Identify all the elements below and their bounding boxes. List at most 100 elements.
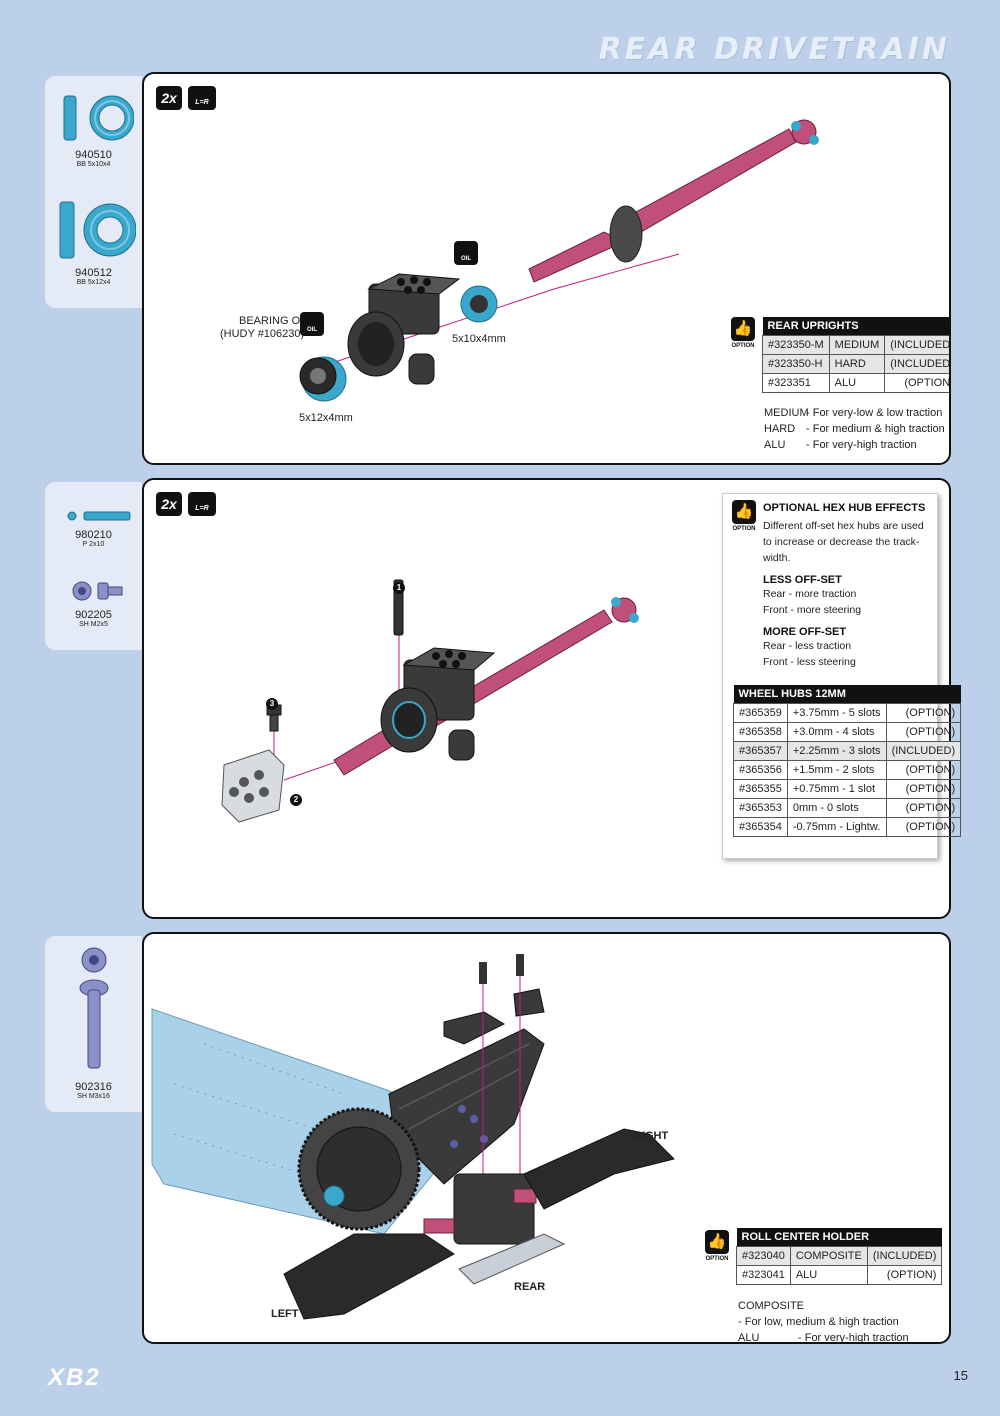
left-right-badge: L=R (188, 492, 216, 516)
hex-effects-title: OPTIONAL HEX HUB EFFECTS (763, 502, 926, 514)
cell: (INCLUDED) (885, 741, 962, 761)
cell: COMPOSITE (789, 1246, 868, 1266)
cell: (INCLUDED) (884, 354, 949, 374)
note-key: COMPOSITE (738, 1300, 805, 1312)
note-key: ALU (764, 439, 786, 451)
quantity-badge: 2x (156, 86, 182, 110)
cell: 0mm - 0 slots (786, 798, 887, 818)
step-panel-3: RIGHT REAR LEFT 👍 OPTION ROLL CENTER HOL… (142, 932, 951, 1344)
right-label: RIGHT (634, 1130, 669, 1142)
cell: (OPTION) (885, 817, 962, 837)
table-title: REAR UPRIGHTS (762, 317, 949, 336)
note-row: ALU- For very-high traction (738, 1330, 949, 1344)
cell: (OPTION) (884, 373, 949, 393)
parts-sidebar-step2: 980210 P 2x10 902205 SH M2x5 (45, 482, 142, 650)
cell: #365358 (733, 722, 788, 742)
cell: #323351 (762, 373, 830, 393)
oil-icon: OIL (300, 312, 324, 336)
cell: +3.75mm - 5 slots (786, 703, 887, 723)
thumbs-up-icon: 👍 (732, 500, 756, 524)
badge-symbol: L=R (195, 99, 209, 106)
note-key: ALU (738, 1332, 760, 1344)
left-right-badge: L=R (188, 86, 216, 110)
table-title: WHEEL HUBS 12MM (733, 685, 961, 704)
part-940510: 940510 BB 5x10x4 (45, 90, 142, 168)
pin-icon (67, 511, 130, 521)
cell: (OPTION) (885, 722, 962, 742)
part-desc: SH M2x5 (79, 621, 108, 628)
part-980210: 980210 P 2x10 (45, 508, 142, 548)
cell: (OPTION) (885, 703, 962, 723)
table-title: ROLL CENTER HOLDER (736, 1228, 942, 1247)
chassis-assembly-illustration (151, 954, 675, 1320)
note-row: HARD- For medium & high traction (764, 421, 945, 437)
thumbs-up-icon: 👍 (731, 317, 755, 341)
rear-label: REAR (514, 1281, 546, 1293)
bearing-5x10x4 (460, 285, 498, 323)
cell: -0.75mm - Lightw. (786, 817, 887, 837)
cell: #365357 (733, 741, 788, 761)
callout-3: 3 (266, 698, 278, 710)
cell: #323350-H (762, 354, 830, 374)
part-number: 902205 (75, 609, 112, 621)
brand-logo: XB2 (48, 1364, 101, 1391)
cell: #323350-M (762, 335, 830, 355)
bearing-icon (63, 95, 134, 141)
cell: ALU (828, 373, 886, 393)
note-row: MEDIUM- For very-low & low traction (764, 405, 945, 421)
bearing-5x12x4 (299, 356, 347, 402)
cell: #365354 (733, 817, 788, 837)
oil-icon: OIL (454, 241, 478, 265)
part-number: 940512 (75, 267, 112, 279)
cell: (OPTION) (885, 779, 962, 799)
part-number: 980210 (75, 529, 112, 541)
table-row: #365356+1.5mm - 2 slots(OPTION) (733, 760, 962, 780)
left-label: LEFT (271, 1308, 299, 1320)
option-label: OPTION (732, 526, 756, 532)
note-value: - For very-low & low traction (806, 407, 943, 419)
table-row: #365355+0.75mm - 1 slot(OPTION) (733, 779, 962, 799)
callout-1: 1 (393, 582, 405, 594)
oil-icon-label: OIL (461, 256, 471, 262)
oil-icon-label: OIL (307, 327, 317, 333)
bearing-oil-label: BEARING OIL (239, 315, 310, 327)
note-key: MEDIUM (764, 407, 809, 419)
part-902205: 902205 SH M2x5 (45, 578, 142, 628)
hex-hub-assembly-illustration (221, 579, 639, 823)
upright-assembly-illustration (299, 119, 819, 402)
screw-icon (72, 581, 122, 601)
quantity-badge: 2x (156, 492, 182, 516)
cell: +0.75mm - 1 slot (786, 779, 887, 799)
less-offset-title: LESS OFF-SET (763, 574, 842, 586)
option-icon: 👍 OPTION (702, 1230, 732, 1262)
more-offset-line: Rear - less traction (763, 640, 852, 652)
parts-sidebar-step1: 940510 BB 5x10x4 940512 BB 5x12x4 (45, 76, 142, 308)
part-desc: BB 5x10x4 (76, 161, 111, 168)
cell: +2.25mm - 3 slots (786, 741, 887, 761)
screw-icon (79, 947, 108, 1069)
wheel-hubs-table: WHEEL HUBS 12MM #365359+3.75mm - 5 slots… (733, 685, 962, 837)
cell: #365356 (733, 760, 788, 780)
note-key: HARD (764, 423, 796, 435)
badge-symbol: L=R (195, 505, 209, 512)
note-row: ALU- For very-high traction (764, 437, 945, 453)
thumbs-up-icon: 👍 (705, 1230, 729, 1254)
part-desc: P 2x10 (82, 541, 105, 548)
option-icon: 👍 OPTION (729, 500, 759, 532)
cell: (INCLUDED) (866, 1246, 943, 1266)
callout-2: 2 (290, 794, 302, 806)
option-icon: 👍 OPTION (728, 317, 758, 349)
bearing-size-label: 5x10x4mm (452, 333, 506, 345)
page-number: 15 (953, 1368, 968, 1383)
hex-hub-effects-box: 👍 OPTION OPTIONAL HEX HUB EFFECTS Differ… (722, 493, 962, 859)
part-number: 940510 (75, 149, 112, 161)
page-title: REAR DRIVETRAIN (598, 32, 950, 67)
less-offset-line: Rear - more traction (763, 588, 857, 600)
